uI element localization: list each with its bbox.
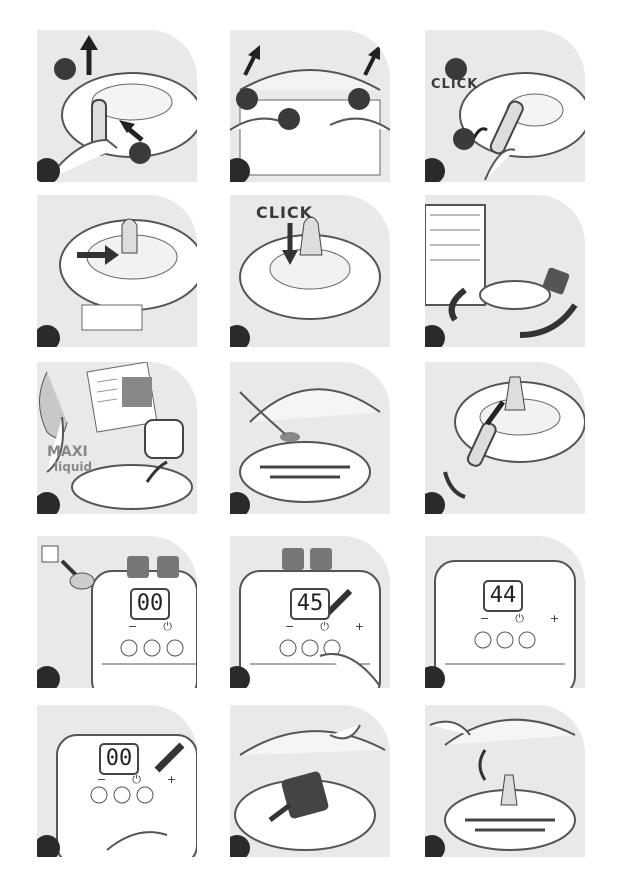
panel-14 bbox=[230, 705, 390, 857]
timer-display: 44 bbox=[483, 580, 523, 612]
power-button[interactable]: ⏻ bbox=[163, 620, 172, 634]
plus-button[interactable]: + bbox=[355, 620, 364, 634]
sub-step-2 bbox=[129, 142, 151, 164]
plus-button[interactable]: + bbox=[167, 773, 176, 787]
panel-15 bbox=[425, 705, 585, 857]
step-number-4 bbox=[37, 325, 60, 347]
panel-7: MAXI liquid bbox=[37, 362, 197, 514]
sub-step-2 bbox=[278, 108, 300, 130]
panel-5: CLICK bbox=[230, 195, 390, 347]
sub-step-1 bbox=[54, 58, 76, 80]
sub-step-2 bbox=[453, 128, 475, 150]
power-button[interactable]: ⏻ bbox=[515, 612, 524, 626]
sub-step-1 bbox=[236, 88, 258, 110]
minus-button[interactable]: − bbox=[97, 773, 106, 787]
power-button[interactable]: ⏻ bbox=[320, 620, 329, 634]
step-number-10 bbox=[37, 666, 60, 688]
click-label: CLICK bbox=[256, 203, 313, 222]
panel-8 bbox=[230, 362, 390, 514]
minus-button[interactable]: − bbox=[285, 620, 294, 634]
timer-display: 00 bbox=[99, 743, 139, 775]
step-number-7 bbox=[37, 492, 60, 514]
maxi-label: MAXI bbox=[47, 444, 88, 460]
control-buttons: − ⏻ + bbox=[97, 773, 176, 787]
panel-6 bbox=[425, 195, 585, 347]
panel-9 bbox=[425, 362, 585, 514]
timer-display: 00 bbox=[130, 588, 170, 620]
panel-11: 45 − ⏻ + bbox=[230, 536, 390, 688]
panel-10: 00 − ⏻ + bbox=[37, 536, 197, 688]
sub-step-3 bbox=[348, 88, 370, 110]
panel-2 bbox=[230, 30, 390, 182]
panel-4 bbox=[37, 195, 197, 347]
click-label: CLICK bbox=[431, 77, 478, 92]
minus-button[interactable]: − bbox=[480, 612, 489, 626]
power-button[interactable]: ⏻ bbox=[132, 773, 141, 787]
panel-3: CLICK bbox=[425, 30, 585, 182]
step-number-13 bbox=[37, 835, 60, 857]
control-buttons: − ⏻ + bbox=[480, 612, 559, 626]
step-number-1 bbox=[37, 158, 60, 182]
minus-button[interactable]: − bbox=[128, 620, 137, 634]
panel-13: 00 − ⏻ + bbox=[37, 705, 197, 857]
panel-12: 44 − ⏻ + bbox=[425, 536, 585, 688]
panel-1 bbox=[37, 30, 197, 182]
control-buttons: − ⏻ + bbox=[128, 620, 197, 634]
control-buttons: − ⏻ + bbox=[285, 620, 364, 634]
timer-display: 45 bbox=[290, 588, 330, 620]
plus-button[interactable]: + bbox=[550, 612, 559, 626]
liquid-label: liquid bbox=[54, 459, 92, 475]
